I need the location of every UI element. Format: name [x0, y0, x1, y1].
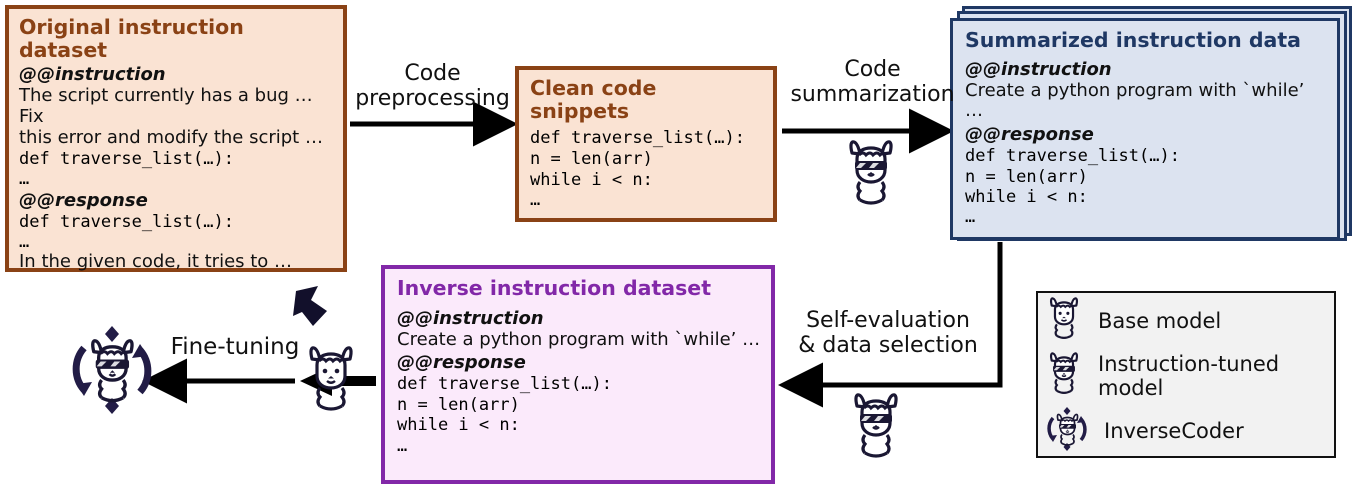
inverse-instruction-text: Create a python program with `while’ … — [397, 328, 761, 350]
original-instruction-line-1: The script currently has a bug … Fix — [19, 85, 313, 127]
summarized-code-line-4: … — [965, 207, 976, 228]
summarized-code-line-3: while i < n: — [965, 187, 1088, 208]
summarized-instruction-data-box: Summarized instruction data @@instructio… — [950, 18, 1340, 240]
self-evaluation-label-line-2: & data selection — [798, 332, 978, 358]
code-summarization-label-line-2: summarization — [790, 81, 955, 107]
self-evaluation-label: Self-evaluation & data selection — [788, 308, 988, 358]
legend-label-instruction-tuned-model: Instruction-tuned model — [1098, 351, 1280, 400]
clean-code-line-2: n = len(arr) — [530, 148, 653, 169]
original-dataset-title: Original instruction dataset — [19, 15, 244, 62]
code-preprocessing-label: Code preprocessing — [345, 61, 520, 111]
original-response-code: def traverse_list(…): — [19, 211, 234, 232]
llama-inversecoder-icon-main — [66, 318, 158, 426]
inverse-code-line-1: def traverse_list(…): — [397, 374, 612, 395]
original-instruction-code: def traverse_list(…): — [19, 148, 234, 169]
legend-box: Base model Instruction-tuned model — [1036, 291, 1336, 458]
legend-item-inversecoder: InverseCoder — [1038, 403, 1334, 458]
inverse-code-line-4: … — [397, 435, 408, 456]
code-preprocessing-label-line-1: Code — [404, 61, 461, 86]
clean-code-line-3: while i < n: — [530, 169, 653, 190]
summarized-instruction-tag: @@instruction — [965, 58, 1112, 80]
summarized-title: Summarized instruction data — [965, 28, 1301, 52]
legend-item-instruction-tuned-model: Instruction-tuned model — [1038, 348, 1334, 403]
code-summarization-label-line-1: Code — [844, 57, 901, 82]
inverse-code-line-3: while i < n: — [397, 415, 520, 436]
fine-tuning-label: Fine-tuning — [170, 334, 300, 360]
summarized-instruction-text: Create a python program with `while’ … — [965, 79, 1305, 122]
legend-label-inversecoder: InverseCoder — [1104, 418, 1244, 443]
original-instruction-line-2: this error and modify the script … — [19, 126, 323, 148]
legend-item-base-model: Base model — [1038, 293, 1334, 348]
llama-sunglasses-icon-summarization — [840, 137, 902, 211]
inverse-response-tag: @@response — [397, 352, 526, 374]
code-summarization-label: Code summarization — [785, 57, 960, 107]
llama-inversecoder-icon — [1044, 403, 1090, 459]
code-preprocessing-label-line-2: preprocessing — [355, 85, 510, 111]
llama-base-icon-pretrained — [300, 343, 362, 419]
self-evaluation-label-line-1: Self-evaluation — [806, 308, 970, 333]
original-response-text: In the given code, it tries to … — [19, 250, 293, 272]
summarized-code-line-1: def traverse_list(…): — [965, 146, 1180, 167]
llama-sunglasses-icon-self-eval — [845, 390, 907, 464]
llama-sunglasses-icon — [1044, 350, 1084, 401]
clean-code-title: Clean code snippets — [530, 76, 657, 123]
clean-code-line-4: … — [530, 190, 541, 211]
original-response-code-ellipsis: … — [19, 231, 30, 252]
inverse-instruction-tag: @@instruction — [397, 307, 544, 329]
original-instruction-code-ellipsis: … — [19, 168, 30, 189]
clean-code-line-1: def traverse_list(…): — [530, 128, 745, 149]
original-response-tag: @@response — [19, 189, 148, 211]
inverse-code-line-2: n = len(arr) — [397, 394, 520, 415]
inverse-instruction-dataset-box: Inverse instruction dataset @@instructio… — [381, 265, 775, 484]
summarized-response-tag: @@response — [965, 124, 1094, 146]
clean-code-snippets-box: Clean code snippets def traverse_list(…)… — [515, 66, 777, 222]
legend-label-base-model: Base model — [1098, 308, 1222, 333]
original-instruction-dataset-box: Original instruction dataset @@instructi… — [5, 5, 347, 272]
original-instruction-tag: @@instruction — [19, 64, 166, 86]
llama-base-icon — [1044, 295, 1084, 346]
summarized-code-line-2: n = len(arr) — [965, 166, 1088, 187]
inverse-title: Inverse instruction dataset — [397, 276, 712, 300]
